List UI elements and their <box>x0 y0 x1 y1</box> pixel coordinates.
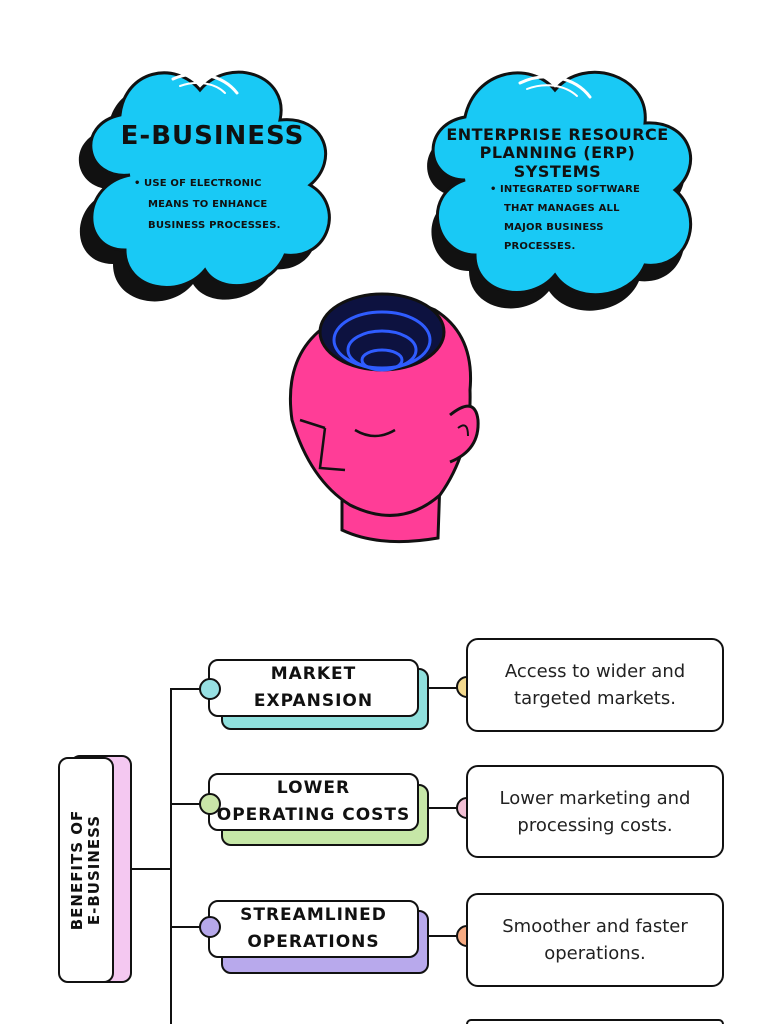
bullet-line: MEANS TO ENHANCE <box>148 199 268 210</box>
connector-branch <box>170 688 210 690</box>
connector-desc <box>420 807 468 809</box>
description-line: processing costs. <box>517 814 673 836</box>
nose <box>318 427 346 472</box>
connector-desc <box>420 935 468 937</box>
ear <box>449 404 480 464</box>
branch-label-line: LOWER <box>276 778 351 798</box>
branch-node-dot <box>199 678 221 700</box>
erp-title: ENTERPRISE RESOURCE PLANNING (ERP) SYSTE… <box>440 125 675 181</box>
branch-label-line: STREAMLINED <box>240 905 387 925</box>
description-line: Smoother and faster <box>502 916 688 937</box>
bullet-line: INTEGRATED SOFTWARE <box>500 184 641 195</box>
e-business-cloud <box>78 70 331 302</box>
branch-node-dot <box>199 793 221 815</box>
branch-lower-operating-costs: LOWER OPERATING COSTS <box>208 773 419 831</box>
cloud-highlight <box>518 75 592 99</box>
connector-branch <box>170 803 210 805</box>
branch-market-expansion: MARKET EXPANSION <box>208 659 419 717</box>
root-label-line: E-BUSINESS <box>85 814 103 926</box>
connector-root <box>128 868 172 870</box>
bullet-line: THAT MANAGES ALL <box>504 203 620 214</box>
erp-bullet: •INTEGRATED SOFTWARE THAT MANAGES ALL MA… <box>490 180 670 256</box>
bullet-line: MAJOR BUSINESS <box>504 222 604 233</box>
branch-streamlined-operations: STREAMLINED OPERATIONS <box>208 900 419 958</box>
description-line: Access to wider and <box>504 661 686 682</box>
description-line: operations. <box>544 943 646 964</box>
connector-trunk <box>170 688 172 1024</box>
cloud-highlight <box>171 72 239 95</box>
bullet-line: BUSINESS PROCESSES. <box>148 220 281 231</box>
erp-title-line: ENTERPRISE RESOURCE <box>446 125 669 144</box>
head-illustration <box>288 292 480 544</box>
root-node <box>58 757 114 983</box>
cloud-body <box>89 70 331 289</box>
branch-label-line: OPERATING COSTS <box>216 805 411 825</box>
branch-label-line: MARKET <box>270 664 357 684</box>
erp-title-line: PLANNING (ERP) SYSTEMS <box>479 143 636 181</box>
e-business-title: E-BUSINESS <box>120 121 305 151</box>
cloud-body <box>431 70 693 297</box>
e-business-bullet: •USE OF ELECTRONIC MEANS TO ENHANCE BUSI… <box>134 173 314 236</box>
description-lower-operating-costs: Lower marketing and processing costs. <box>466 765 724 858</box>
bullet-line: USE OF ELECTRONIC <box>144 178 262 189</box>
connector-desc <box>420 687 468 689</box>
branch-node-dot <box>199 916 221 938</box>
description-line: Lower marketing and <box>499 787 691 809</box>
closed-eye <box>354 428 396 438</box>
root-label: BENEFITS OF E-BUSINESS <box>68 809 103 931</box>
eyebrow <box>299 418 326 430</box>
root-label-line: BENEFITS OF <box>68 809 86 931</box>
description-line: targeted markets. <box>514 688 676 709</box>
connector-branch <box>170 926 210 928</box>
description-streamlined-operations: Smoother and faster operations. <box>466 893 724 987</box>
branch-label-line: EXPANSION <box>253 691 374 711</box>
branch-label-line: OPERATIONS <box>247 932 380 952</box>
erp-cloud <box>427 70 693 311</box>
description-market-expansion: Access to wider and targeted markets. <box>466 638 724 732</box>
bullet-line: PROCESSES. <box>504 241 576 252</box>
description-box-partial <box>466 1019 724 1024</box>
